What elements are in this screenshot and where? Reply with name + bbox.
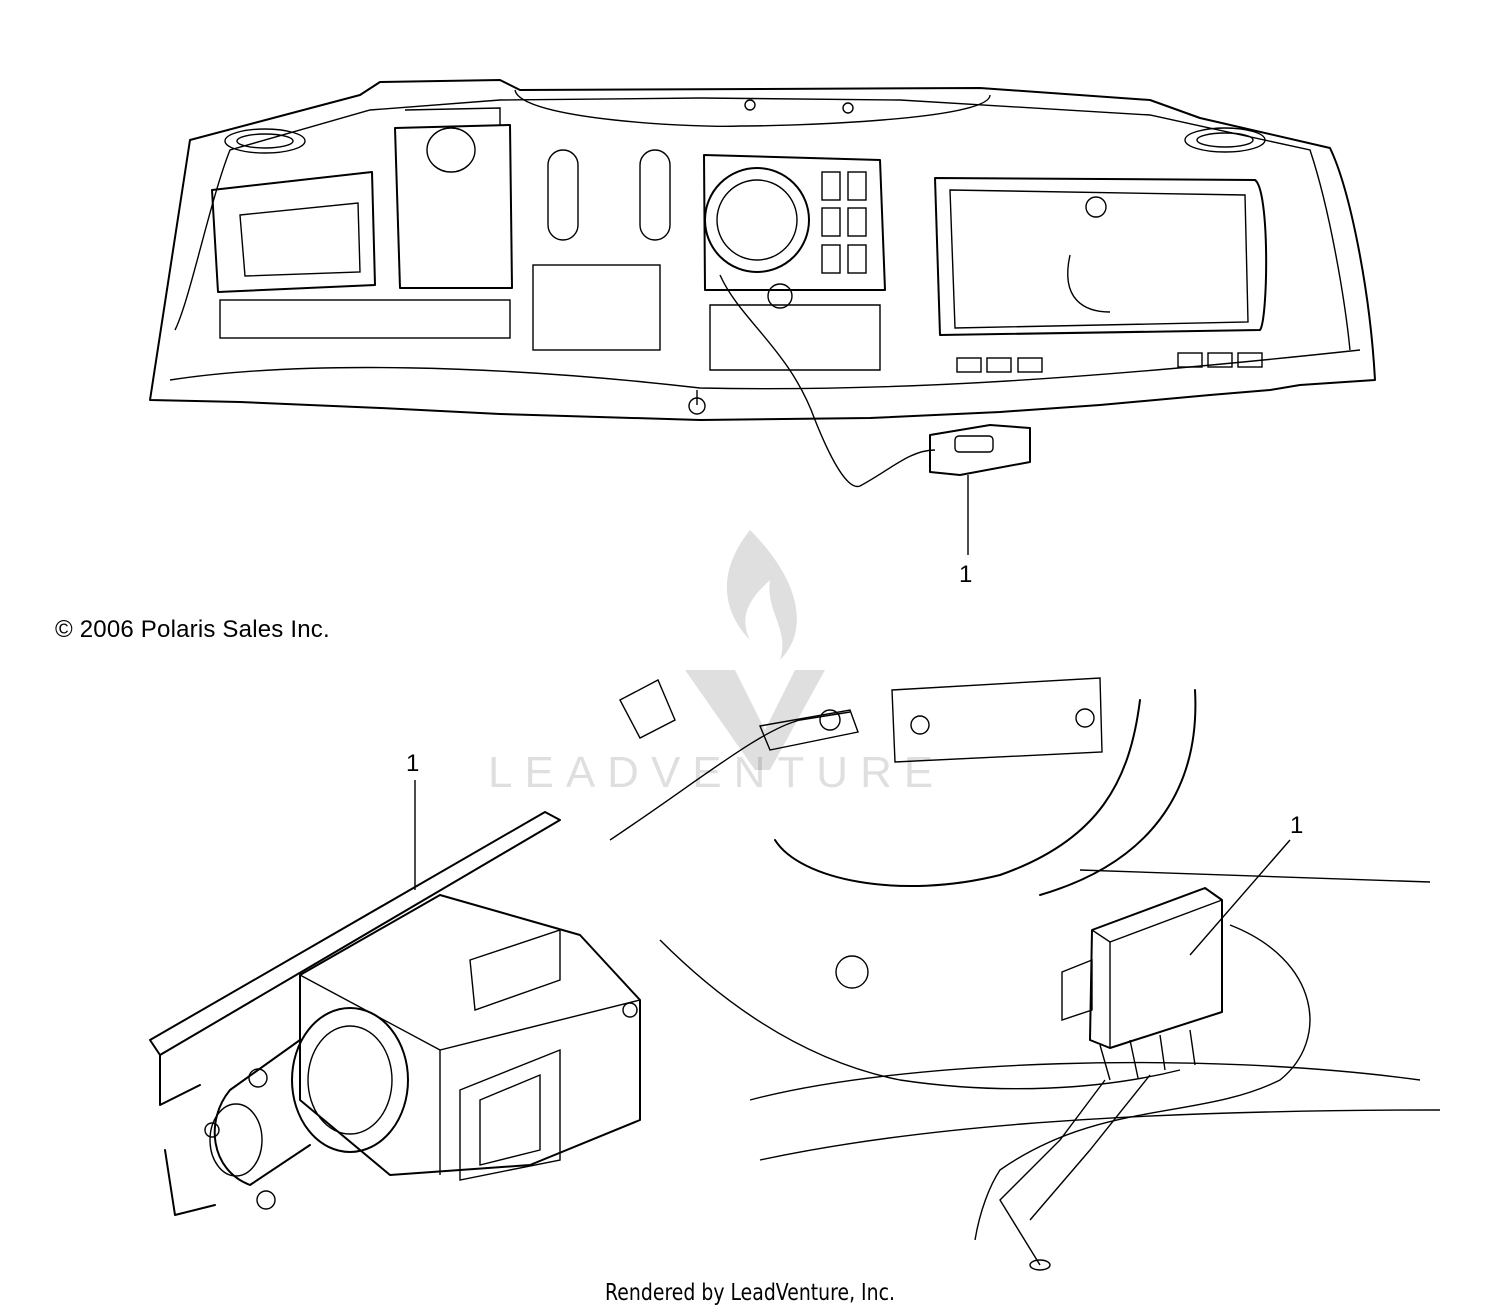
- winch-drawing: [149, 780, 641, 1216]
- callout-winch: 1: [406, 750, 420, 777]
- callout-dash-switch: 1: [959, 561, 973, 588]
- watermark-text: LEADVENTURE: [488, 748, 946, 797]
- dashboard-drawing: [149, 79, 1376, 555]
- relay-drawing: [609, 677, 1441, 1271]
- callout-relay: 1: [1290, 812, 1304, 839]
- watermark-flame-logo: [685, 530, 825, 770]
- copyright-notice: © 2006 Polaris Sales Inc.: [55, 616, 330, 643]
- render-credit: Rendered by LeadVenture, Inc.: [605, 1280, 895, 1306]
